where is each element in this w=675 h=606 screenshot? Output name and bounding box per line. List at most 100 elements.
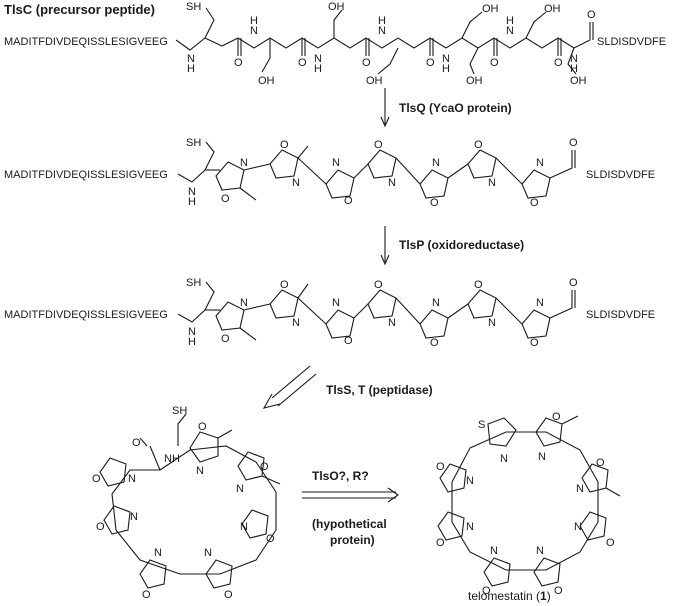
svg-text:N: N: [536, 545, 544, 557]
svg-text:O: O: [596, 457, 605, 469]
svg-text:O: O: [569, 277, 578, 289]
svg-text:O: O: [280, 139, 289, 151]
svg-text:OH: OH: [482, 3, 499, 15]
svg-text:O: O: [362, 57, 371, 69]
svg-text:O: O: [132, 437, 141, 449]
svg-text:SH: SH: [186, 137, 201, 149]
peptide-backbone: [175, 37, 591, 51]
hypothetical-note-line2: protein): [330, 533, 375, 547]
svg-text:N: N: [236, 483, 244, 495]
telomestatin-rings: [437, 417, 609, 587]
oxazoline-rings: [215, 149, 551, 199]
svg-text:N: N: [538, 451, 546, 463]
svg-text:N: N: [188, 326, 196, 338]
svg-text:O: O: [234, 57, 243, 69]
svg-text:O: O: [344, 335, 353, 347]
enzyme-label-tlsst: TlsS, T (peptidase): [326, 383, 433, 397]
svg-text:O: O: [530, 197, 539, 209]
svg-text:N: N: [292, 177, 300, 189]
svg-text:O: O: [554, 57, 563, 69]
svg-text:O: O: [96, 521, 105, 533]
svg-text:SH: SH: [172, 405, 187, 417]
svg-text:O: O: [530, 337, 539, 349]
macrocycle-intermediate: O NH SH O N O N N O N O N O N O N O: [92, 405, 281, 601]
enzyme-label-tlsor: TlsO?, R?: [312, 469, 369, 483]
svg-text:N: N: [204, 547, 212, 559]
step-arrow-3: TlsS, T (peptidase): [262, 365, 433, 409]
svg-text:N: N: [378, 25, 386, 37]
svg-text:N: N: [314, 53, 322, 65]
svg-text:N: N: [240, 521, 248, 533]
svg-text:N: N: [332, 297, 340, 309]
svg-text:N: N: [574, 521, 582, 533]
svg-text:O: O: [198, 421, 207, 433]
svg-text:O: O: [490, 57, 499, 69]
svg-text:H: H: [442, 63, 450, 75]
svg-text:N: N: [388, 317, 396, 329]
svg-text:OH: OH: [328, 1, 345, 13]
oxazole-intermediate: MADITFDIVDEQISSLESIGVEEG SH N H O O N O …: [4, 277, 655, 349]
svg-text:O: O: [554, 585, 563, 597]
leader-sequence: MADITFDIVDEQISSLESIGVEEG: [4, 36, 168, 48]
svg-text:N: N: [500, 453, 508, 465]
svg-text:O: O: [569, 137, 578, 149]
svg-text:O: O: [221, 193, 230, 205]
carbonyl-groups: [237, 22, 594, 56]
svg-text:N: N: [466, 521, 474, 533]
svg-text:OH: OH: [466, 75, 483, 87]
svg-text:N: N: [332, 157, 340, 169]
svg-text:N: N: [432, 297, 440, 309]
tail-sequence: SLDISDVDFE: [597, 36, 666, 48]
tail-sequence: SLDISDVDFE: [586, 309, 655, 321]
svg-text:O: O: [266, 533, 275, 545]
svg-text:N: N: [432, 157, 440, 169]
step-arrow-1: TlsQ (YcaO protein): [380, 88, 512, 128]
svg-text:O: O: [221, 333, 230, 345]
svg-text:H: H: [188, 336, 196, 348]
svg-text:O: O: [430, 197, 439, 209]
telomestatin-structure: S N O N O N N O N O N O N O N O telomest…: [436, 411, 621, 603]
svg-text:O: O: [482, 585, 491, 597]
svg-text:H: H: [314, 63, 322, 75]
svg-text:H: H: [506, 15, 514, 27]
svg-text:N: N: [488, 177, 496, 189]
svg-text:H: H: [378, 15, 386, 27]
svg-text:H: H: [187, 63, 195, 75]
svg-text:O: O: [280, 279, 289, 291]
oxazoline-intermediate: MADITFDIVDEQISSLESIGVEEG SH N H O O N O …: [4, 137, 655, 209]
svg-text:H: H: [570, 63, 578, 75]
svg-text:N: N: [128, 473, 136, 485]
svg-text:N: N: [442, 53, 450, 65]
step-arrow-2: TlsP (oxidoreductase): [380, 226, 524, 266]
svg-text:O: O: [552, 411, 561, 423]
svg-text:N: N: [187, 53, 195, 65]
svg-text:N: N: [240, 297, 248, 309]
svg-text:H: H: [188, 196, 196, 208]
svg-text:OH: OH: [570, 75, 587, 87]
svg-text:N: N: [506, 25, 514, 37]
enzyme-label-tlsq: TlsQ (YcaO protein): [399, 101, 512, 115]
svg-text:O: O: [436, 461, 445, 473]
svg-text:N: N: [130, 511, 138, 523]
svg-text:N: N: [196, 465, 204, 477]
svg-text:OH: OH: [544, 3, 561, 15]
svg-text:O: O: [142, 589, 151, 601]
svg-text:H: H: [250, 15, 258, 27]
svg-text:N: N: [536, 297, 544, 309]
svg-text:N: N: [388, 177, 396, 189]
svg-text:O: O: [587, 9, 596, 21]
thiol-label: SH: [186, 1, 201, 13]
svg-text:OH: OH: [366, 75, 383, 87]
svg-text:O: O: [224, 589, 233, 601]
precursor-peptide: TlsC (precursor peptide) MADITFDIVDEQISS…: [4, 1, 666, 87]
enzyme-label-tlsp: TlsP (oxidoreductase): [399, 238, 524, 252]
svg-text:N: N: [154, 547, 162, 559]
svg-text:O: O: [298, 57, 307, 69]
leader-sequence: MADITFDIVDEQISSLESIGVEEG: [4, 169, 168, 181]
svg-text:O: O: [374, 279, 383, 291]
svg-text:SH: SH: [186, 277, 201, 289]
hypothetical-note-line1: (hypothetical: [312, 517, 387, 531]
svg-text:N: N: [488, 317, 496, 329]
thiazoline-sulfur: S: [478, 419, 485, 431]
